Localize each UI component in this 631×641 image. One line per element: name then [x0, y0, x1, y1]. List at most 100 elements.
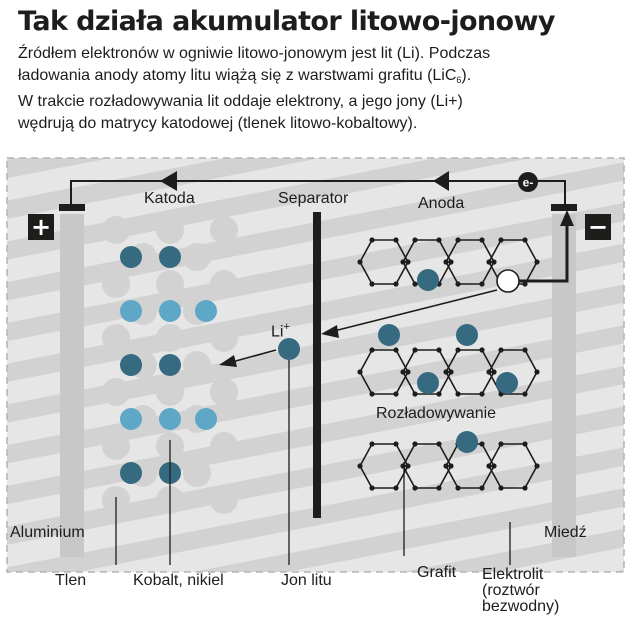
- carbon-atom: [498, 441, 504, 447]
- description-line-2-text: ładowania anody atomy litu wiążą się z w…: [18, 67, 457, 84]
- li-ion-charge: +: [283, 321, 290, 333]
- carbon-atom: [393, 347, 399, 353]
- oxygen-atom: [156, 216, 184, 244]
- carbon-atom: [369, 485, 375, 491]
- carbon-atom: [522, 485, 528, 491]
- description-line-2-end: ).: [461, 67, 472, 84]
- ion-arrow-2: [219, 355, 237, 367]
- oxygen-atom: [210, 216, 238, 244]
- copper-electrode: [551, 204, 577, 557]
- carbon-atom: [522, 237, 528, 243]
- carbon-atom: [412, 281, 418, 287]
- discharge-flow: [219, 210, 574, 367]
- carbon-atom: [534, 259, 540, 265]
- cobalt-nickel-atom: [120, 300, 142, 322]
- carbon-atom: [534, 369, 540, 375]
- electron-badge: e-: [518, 172, 538, 192]
- carbon-atom: [498, 347, 504, 353]
- carbon-atom: [455, 347, 461, 353]
- carbon-atom: [393, 281, 399, 287]
- oxygen-atom: [183, 351, 211, 379]
- legend-lithium-ion: Jon litu: [281, 572, 332, 589]
- carbon-atom: [479, 441, 485, 447]
- carbon-atom: [455, 485, 461, 491]
- oxygen-atom: [210, 378, 238, 406]
- oxygen-atom: [102, 270, 130, 298]
- carbon-atom: [369, 391, 375, 397]
- carbon-atom: [357, 463, 363, 469]
- oxygen-atom: [102, 432, 130, 460]
- carbon-atom: [486, 463, 492, 469]
- carbon-atom: [479, 347, 485, 353]
- cobalt-nickel-atom: [195, 300, 217, 322]
- oxygen-atom: [156, 324, 184, 352]
- legend-oxygen: Tlen: [55, 572, 87, 589]
- carbon-atom: [369, 441, 375, 447]
- li-ion-label: Li+: [271, 318, 290, 341]
- carbon-atom: [491, 259, 497, 265]
- carbon-atom: [443, 463, 449, 469]
- carbon-atom: [393, 391, 399, 397]
- carbon-atom: [369, 237, 375, 243]
- carbon-atom: [412, 391, 418, 397]
- li-ion-symbol: Li: [271, 323, 284, 341]
- description-line-3: W trakcie rozładowywania lit oddaje elek…: [18, 93, 463, 110]
- carbon-atom: [436, 441, 442, 447]
- oxygen-atom: [210, 432, 238, 460]
- circuit-arrow-left: [160, 171, 177, 191]
- legend-electrolyte-line-1: Elektrolit: [482, 566, 544, 583]
- oxygen-atom: [156, 378, 184, 406]
- cobalt-nickel-atom: [159, 300, 181, 322]
- carbon-atom: [448, 369, 454, 375]
- legend-electrolyte-line-3: bezwodny): [482, 598, 560, 615]
- carbon-atom: [522, 441, 528, 447]
- cathode-lattice: [102, 216, 238, 514]
- ion-arrow-1: [321, 325, 339, 338]
- lithium-atom: [456, 431, 478, 453]
- carbon-atom: [405, 259, 411, 265]
- carbon-atom: [448, 259, 454, 265]
- lithium-ion-atom: [278, 338, 300, 360]
- carbon-atom: [455, 281, 461, 287]
- separator-label: Separator: [278, 190, 349, 207]
- carbon-atom: [369, 347, 375, 353]
- carbon-atom: [443, 259, 449, 265]
- carbon-atom: [357, 369, 363, 375]
- legend-electrolyte: Elektrolit (roztwór bezwodny): [482, 567, 559, 615]
- carbon-atom: [436, 485, 442, 491]
- carbon-atom: [479, 281, 485, 287]
- carbon-atom: [412, 347, 418, 353]
- anode-label: Anoda: [418, 195, 465, 212]
- cobalt-nickel-atom: [159, 246, 181, 268]
- lithium-atom: [456, 324, 478, 346]
- carbon-atom: [400, 259, 406, 265]
- carbon-atom: [412, 237, 418, 243]
- battery-diagram: e-: [6, 157, 625, 573]
- carbon-atom: [357, 259, 363, 265]
- carbon-atom: [522, 281, 528, 287]
- anode-graphite: [357, 237, 540, 491]
- carbon-atom: [436, 391, 442, 397]
- carbon-atom: [448, 463, 454, 469]
- carbon-atom: [486, 259, 492, 265]
- positive-terminal-icon: +: [28, 214, 54, 240]
- carbon-atom: [400, 369, 406, 375]
- cobalt-nickel-atom: [159, 408, 181, 430]
- oxygen-atom: [102, 324, 130, 352]
- carbon-atom: [393, 441, 399, 447]
- page-title: Tak działa akumulator litowo-jonowy: [18, 6, 555, 37]
- lithium-atom: [378, 324, 400, 346]
- legend-copper: Miedź: [544, 524, 587, 541]
- electron-symbol: e-: [523, 176, 534, 190]
- legend-cobalt-nickel: Kobalt, nikiel: [133, 572, 224, 589]
- lithium-atom: [417, 269, 439, 291]
- external-circuit-wire: [70, 171, 566, 204]
- carbon-atom: [479, 237, 485, 243]
- circuit-arrow-right: [433, 171, 449, 191]
- carbon-atom: [491, 369, 497, 375]
- legend-leader-lines: [115, 360, 511, 565]
- carbon-atom: [405, 463, 411, 469]
- description-line-4: wędrują do matrycy katodowej (tlenek lit…: [18, 115, 418, 132]
- negative-terminal-icon: −: [585, 214, 611, 240]
- carbon-atom: [534, 463, 540, 469]
